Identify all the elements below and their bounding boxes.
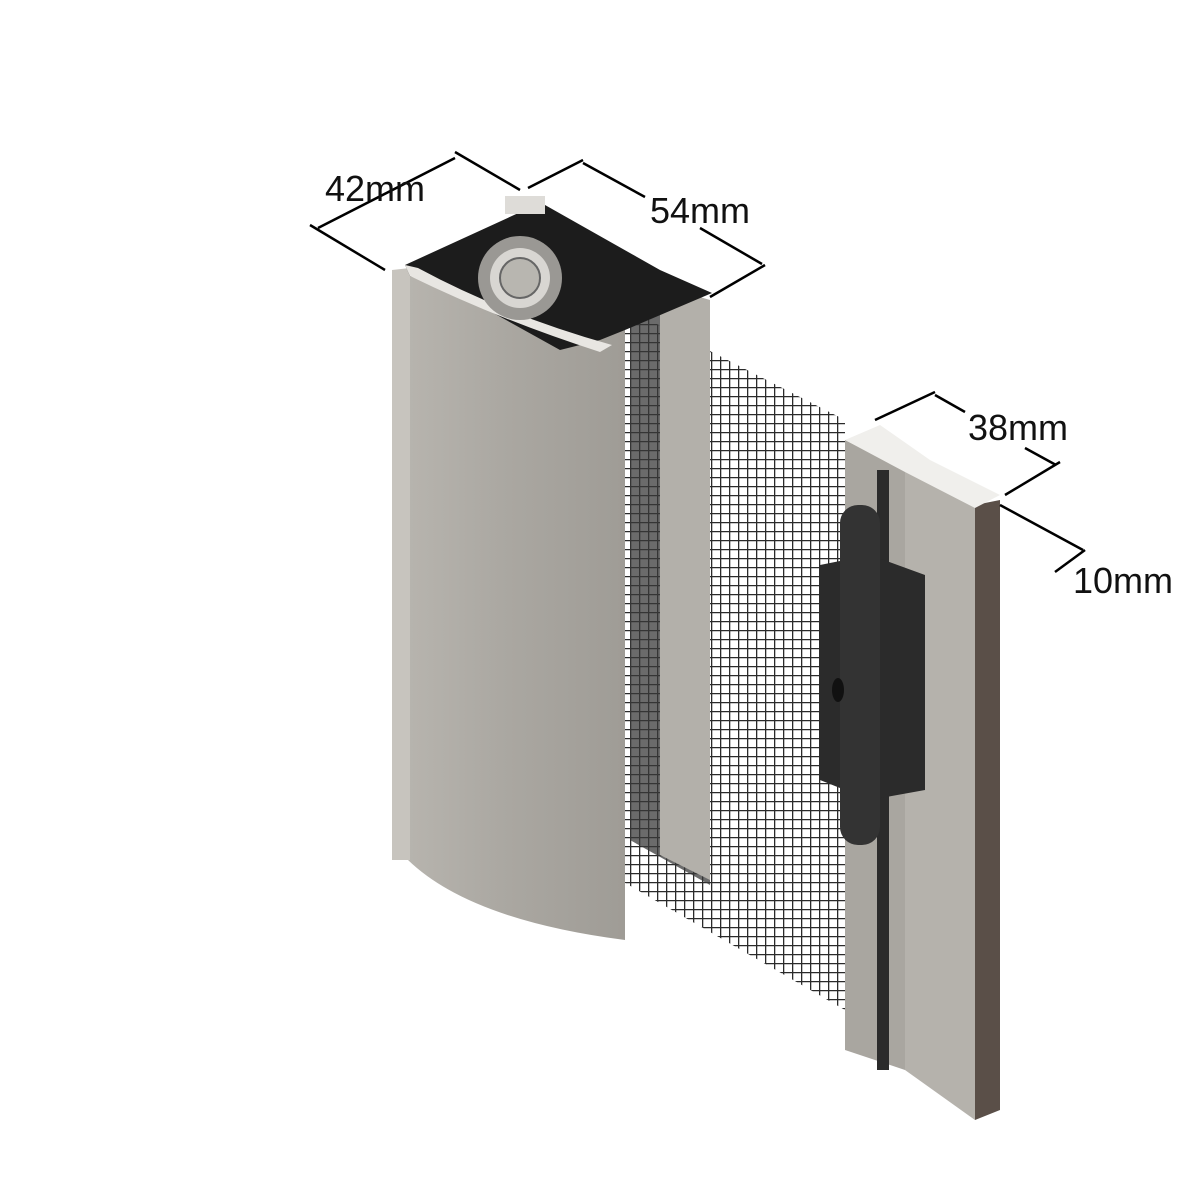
dimension-label-38mm: 38mm (968, 407, 1069, 448)
edge-strip (975, 500, 1000, 1120)
handle-bar-profile (820, 425, 1000, 1120)
dimension-label-10mm: 10mm (1073, 560, 1174, 601)
dimension-label-42mm: 42mm (325, 168, 426, 209)
dimension-label-54mm: 54mm (650, 190, 751, 231)
dimension-lines (309, 150, 1086, 574)
handle-bar-top-cap (845, 425, 1000, 508)
cassette-profile (392, 196, 712, 940)
insect-mesh (610, 300, 845, 1010)
handle-knob (840, 505, 880, 845)
